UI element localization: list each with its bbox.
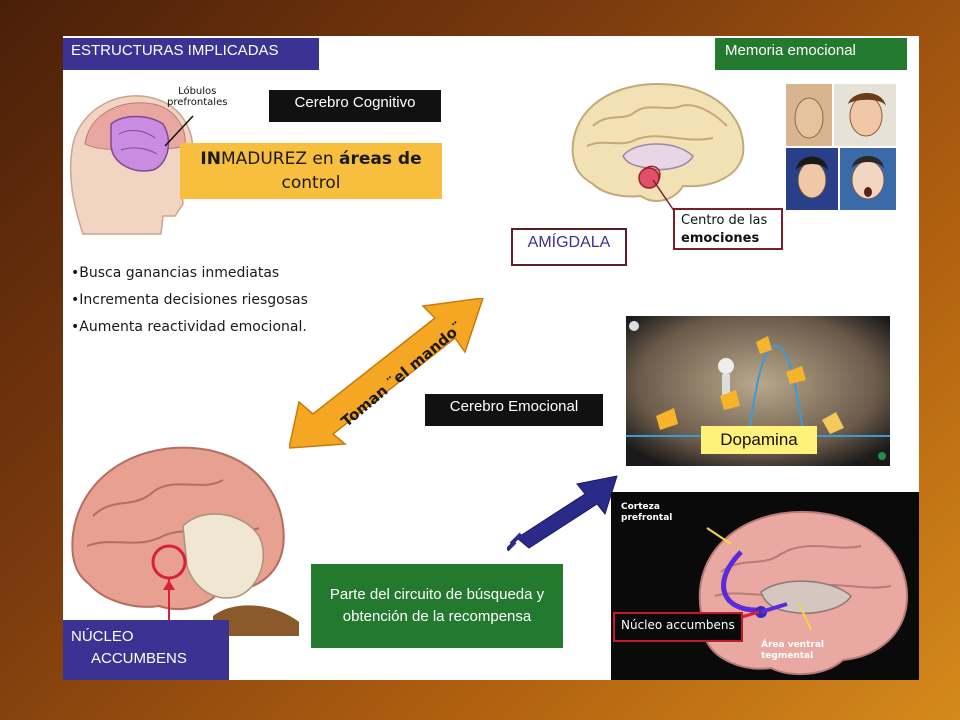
label-nucleo-accumbens-small: Núcleo accumbens bbox=[613, 612, 743, 642]
bullet-list: •Busca ganancias inmediatas •Incrementa … bbox=[71, 264, 311, 345]
nucleo-line1: NÚCLEO bbox=[71, 628, 134, 645]
inmadurez-madurez: MADUREZ en bbox=[220, 149, 340, 169]
label-corteza-1: Corteza bbox=[621, 502, 660, 512]
label-cerebro-cognitivo: Cerebro Cognitivo bbox=[269, 90, 441, 122]
label-nucleo-accumbens: NÚCLEO ACCUMBENS bbox=[63, 620, 229, 680]
bullet-item: •Aumenta reactividad emocional. bbox=[71, 319, 307, 335]
label-corteza-2: prefrontal bbox=[621, 513, 673, 523]
slide: ESTRUCTURAS IMPLICADAS Memoria emocional… bbox=[63, 36, 919, 680]
emotion-faces-grid bbox=[786, 84, 896, 210]
pointer-line-lobulos bbox=[164, 115, 194, 147]
label-parte-circuito: Parte del circuito de búsqueda y obtenci… bbox=[311, 564, 563, 648]
label-memoria-emocional: Memoria emocional bbox=[715, 38, 907, 70]
inmadurez-in: IN bbox=[200, 149, 221, 169]
brain-amygdala-illustration bbox=[571, 82, 745, 202]
head-prefrontal-illustration bbox=[69, 95, 194, 235]
double-arrow-toman-mando bbox=[289, 298, 484, 449]
inmadurez-box: INMADUREZ en áreas de control bbox=[180, 143, 442, 199]
label-centro-emociones: Centro de las emociones bbox=[673, 208, 783, 250]
bullet-item: •Busca ganancias inmediatas bbox=[71, 265, 280, 281]
centro-line2: emociones bbox=[681, 231, 760, 246]
arrow-to-dopamina bbox=[507, 475, 618, 552]
nucleo-line2: ACCUMBENS bbox=[91, 650, 187, 667]
brain-accumbens-illustration bbox=[71, 446, 299, 636]
bullet-item: •Incrementa decisiones riesgosas bbox=[71, 292, 308, 308]
label-amigdala: AMÍGDALA bbox=[511, 228, 627, 266]
label-lobulos-1: Lóbulos bbox=[178, 86, 217, 97]
label-area-2: tegmental bbox=[761, 651, 814, 661]
title-estructuras: ESTRUCTURAS IMPLICADAS bbox=[63, 38, 319, 70]
label-area-1: Área ventral bbox=[761, 640, 824, 650]
label-lobulos-2: prefrontales bbox=[167, 97, 228, 108]
label-cerebro-emocional: Cerebro Emocional bbox=[425, 394, 603, 426]
reward-circuit-panel bbox=[611, 492, 919, 680]
centro-line1: Centro de las bbox=[681, 213, 768, 228]
label-dopamina: Dopamina bbox=[701, 426, 817, 454]
inmadurez-control: control bbox=[281, 173, 341, 193]
inmadurez-areas: áreas de bbox=[339, 149, 422, 169]
